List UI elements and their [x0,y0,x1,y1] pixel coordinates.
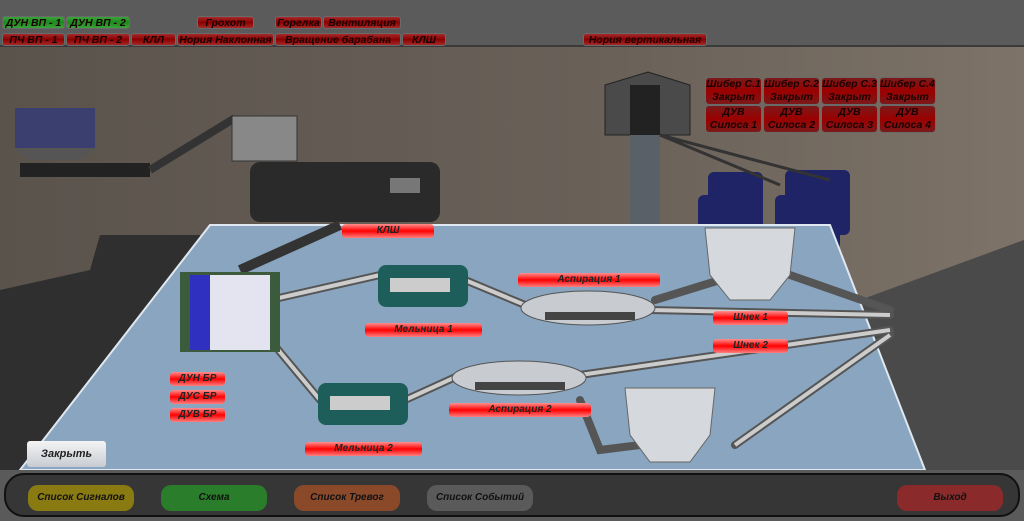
bucket-elevator-house [604,71,691,230]
tag-noriya-vertikalnaya[interactable]: Нория вертикальная [583,33,707,46]
tag-ventilyatsiya[interactable]: Вентиляция [323,16,401,29]
aspiration-1 [520,290,656,326]
hopper-bins [15,108,150,177]
inclined-conveyor [147,114,238,174]
label-klsh[interactable]: КЛШ [342,224,434,238]
tag-pch-vp2[interactable]: ПЧ ВП - 2 [66,33,130,46]
nav-alarms-button[interactable]: Список Тревог [294,485,400,511]
screw-1 [704,227,796,301]
nav-events-button[interactable]: Список Событий [427,485,533,511]
feed-conveyor [237,220,343,275]
tag-kll[interactable]: КЛЛ [131,33,176,46]
tag-dun-vp1[interactable]: ДУН ВП - 1 [2,16,65,29]
tag-noriya-naklonnaya[interactable]: Нория Наклонная [177,33,274,46]
tag-vrashchenie-barabana[interactable]: Вращение барабана [275,33,401,46]
label-shnek-1[interactable]: Шнек 1 [713,311,788,325]
label-duv-br[interactable]: ДУВ БР [170,408,225,422]
label-dus-br[interactable]: ДУС БР [170,390,225,404]
close-button[interactable]: Закрыть [27,441,106,467]
label-melnitsa-1[interactable]: Мельница 1 [365,323,482,337]
exit-button[interactable]: Выход [897,485,1003,511]
tag-dun-vp2[interactable]: ДУН ВП - 2 [66,16,130,29]
nav-scheme-button[interactable]: Схема [161,485,267,511]
nav-signals-button[interactable]: Список Сигналов [28,485,134,511]
storage-tank-br [180,272,280,352]
label-shnek-2[interactable]: Шнек 2 [713,339,788,353]
tag-grokhot[interactable]: Грохот [197,16,254,29]
mill-2 [318,383,408,425]
plant-diagram [0,71,1024,470]
tag-pch-vp1[interactable]: ПЧ ВП - 1 [2,33,65,46]
bottom-nav: Список Сигналов Схема Список Тревог Спис… [4,473,1020,517]
drum-dryer [250,162,440,222]
label-aspiratsiya-1[interactable]: Аспирация 1 [518,273,660,287]
top-status-bar: ДУН ВП - 1 ДУН ВП - 2 Грохот Горелка Вен… [0,0,1024,47]
mill-1 [378,265,468,307]
screw-2 [624,387,716,463]
label-dun-br[interactable]: ДУН БР [170,372,225,386]
tag-gorelka[interactable]: Горелка [275,16,322,29]
label-melnitsa-2[interactable]: Мельница 2 [305,442,422,456]
label-aspiratsiya-2[interactable]: Аспирация 2 [449,403,591,417]
tag-klsh[interactable]: КЛШ [402,33,446,46]
aspiration-2 [451,360,587,396]
